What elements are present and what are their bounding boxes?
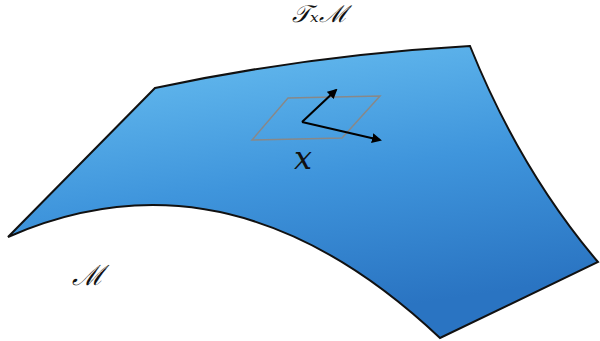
tangent-vector [302, 122, 380, 140]
tangent-space-label: 𝒯ₓℳ [292, 2, 346, 26]
tangent-vector [302, 90, 336, 122]
point-label: x [294, 142, 312, 174]
manifold-surface [8, 46, 598, 338]
tangent-plane [252, 96, 380, 140]
manifold-label: ℳ [72, 262, 104, 290]
